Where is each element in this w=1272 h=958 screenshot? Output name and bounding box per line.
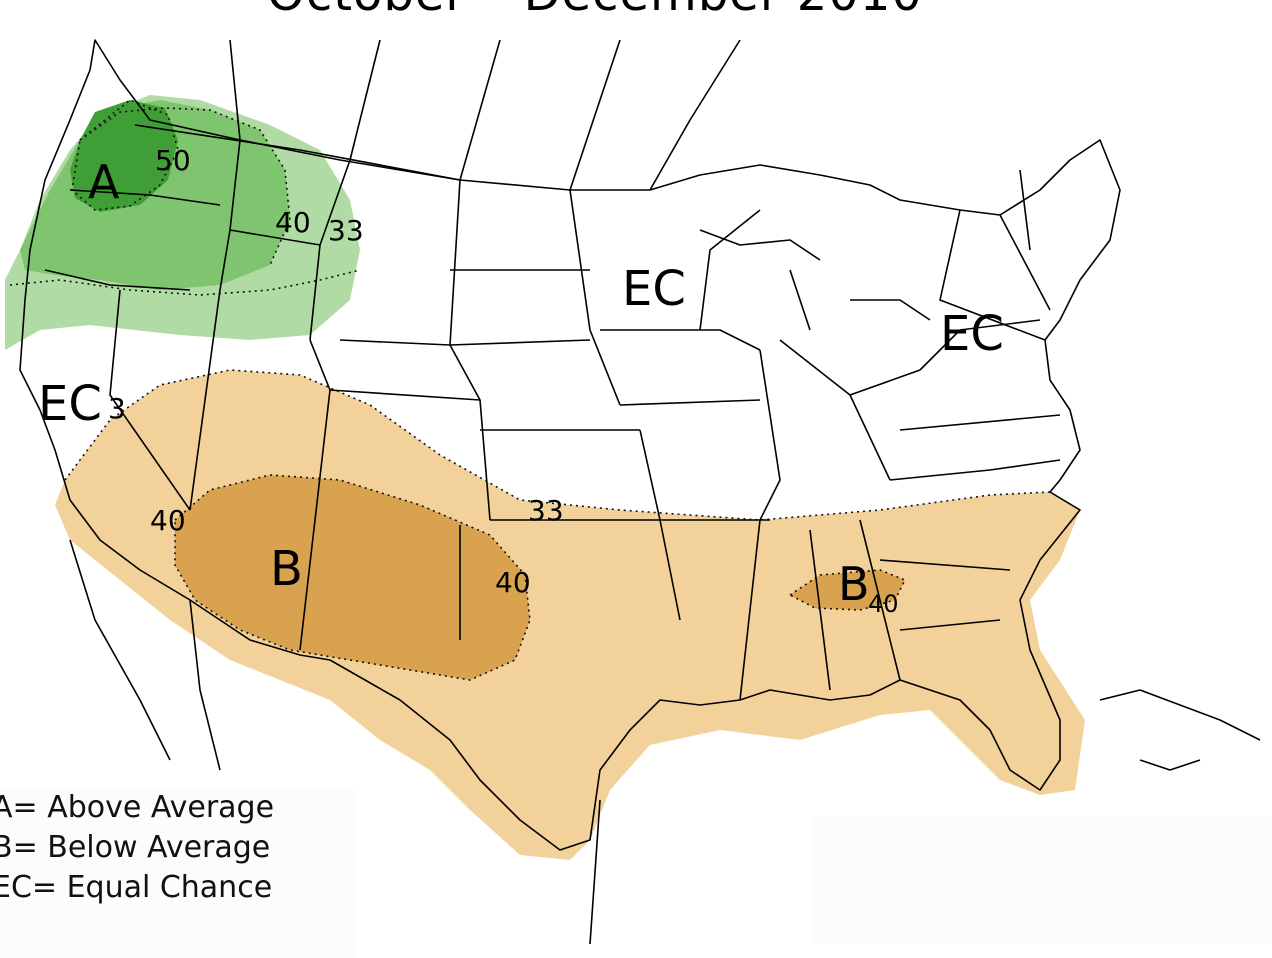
title-box: October – December 2010 [100,0,1090,40]
legend-below: B= Below Average [0,830,271,865]
below-light-region [55,370,1085,860]
west-ec-prob-label: 3 [108,392,126,425]
page-title: October – December 2010 [100,0,1090,22]
nw-prob-50-label: 50 [155,144,191,177]
se-prob-40-label: 40 [868,590,899,618]
nw-category-label: A [88,155,120,209]
sw-prob-40b-label: 40 [495,566,531,599]
contour-50-above [71,99,179,211]
nw-prob-33-label: 33 [328,214,364,247]
ne-ec-label: EC [940,306,1004,362]
state-boundaries [19,39,1261,944]
legend: A= Above Average B= Below Average EC= Eq… [0,788,354,958]
sw-prob-33-label: 33 [528,494,564,527]
legend-above: A= Above Average [0,790,275,825]
se-category-label: B [838,557,870,611]
sw-prob-40a-label: 40 [150,504,186,537]
below-dark-region-sw [175,475,530,680]
sw-category-label: B [270,541,303,597]
legend-equal-chance: EC= Equal Chance [0,870,273,905]
central-ec-label: EC [622,261,686,317]
nw-prob-40-label: 40 [275,206,311,239]
contour-33-above [9,269,361,296]
blank-panel [812,816,1272,944]
contour-33-below [64,369,1051,521]
west-ec-label: EC [38,376,102,432]
